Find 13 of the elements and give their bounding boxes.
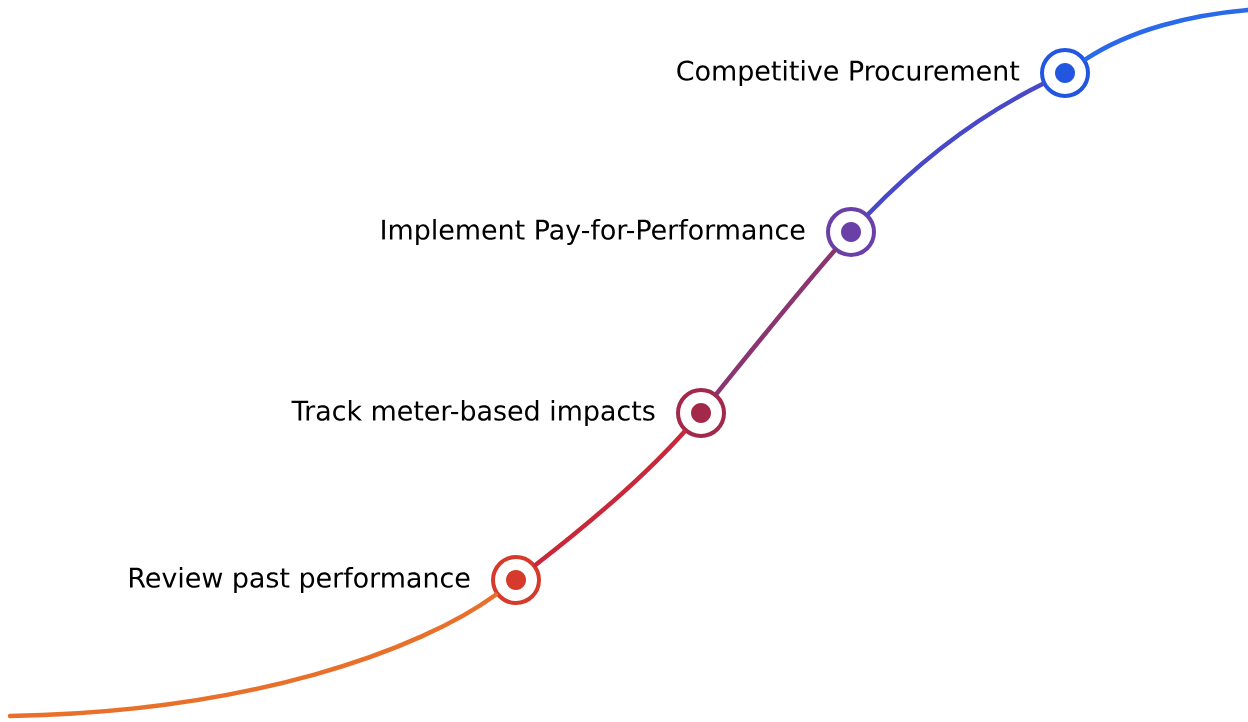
milestone-marker: [1040, 48, 1090, 98]
curve-line: [7, 592, 499, 719]
milestone-label: Track meter-based impacts: [291, 400, 655, 426]
curve-line: [714, 248, 837, 396]
curve-line: [1083, 7, 1248, 62]
milestone-label: Implement Pay-for-Performance: [382, 219, 805, 245]
curve-line: [533, 429, 687, 567]
milestone-marker: [676, 388, 726, 438]
curve-line: [866, 81, 1045, 217]
milestone-label: Review past performance: [130, 567, 470, 593]
milestone-marker: [491, 555, 541, 605]
milestone-label: Competitive Procurement: [677, 60, 1020, 86]
milestone-marker: [826, 207, 876, 257]
